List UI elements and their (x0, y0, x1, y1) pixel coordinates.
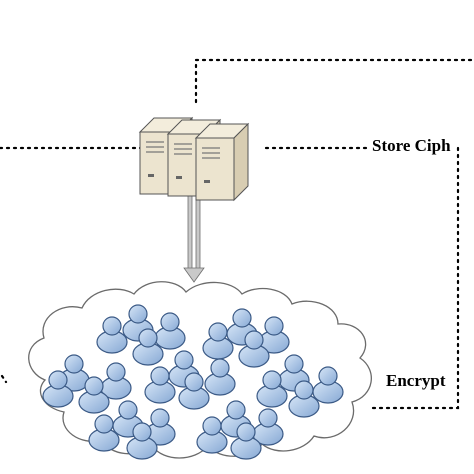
connector-store-to-encrypt (370, 146, 460, 410)
server-icon (195, 123, 249, 201)
server-cluster (139, 117, 249, 201)
connector-far-left-stub (0, 374, 8, 384)
double-arrow (183, 189, 205, 283)
connector-top-loop (194, 58, 474, 104)
dotted-connectors (0, 58, 474, 410)
encrypt-label: Encrypt (384, 371, 448, 391)
store-ciphertext-label: Store Ciph (370, 136, 453, 156)
